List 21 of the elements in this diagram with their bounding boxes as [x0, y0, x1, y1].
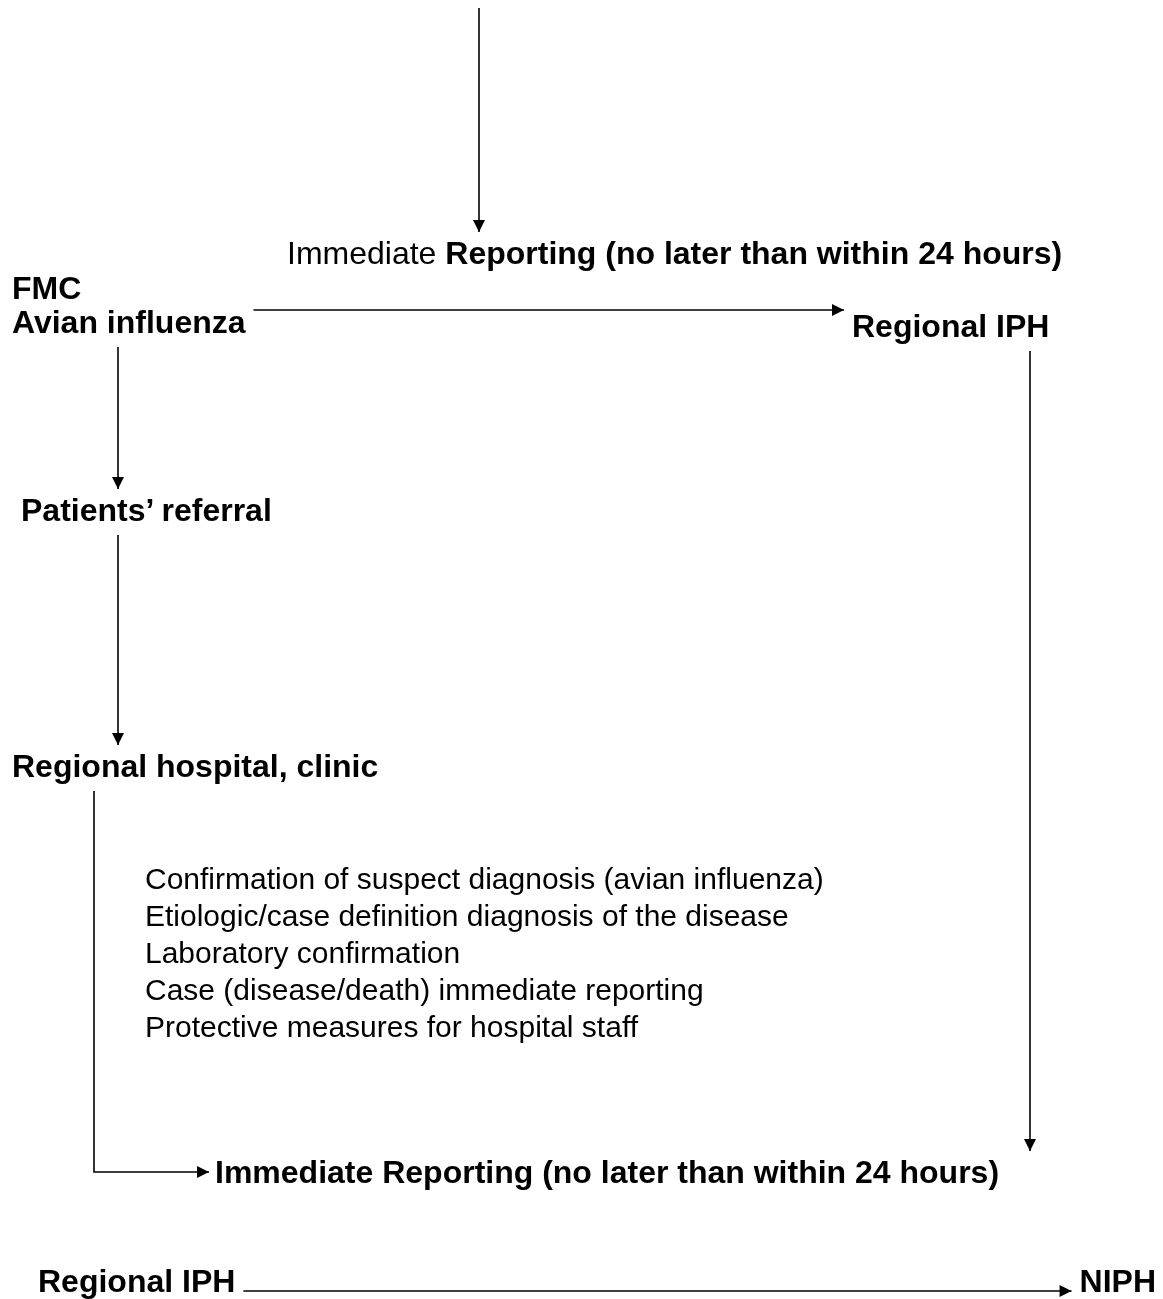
arrow	[252, 304, 845, 316]
node-label: Regional IPH	[38, 1264, 236, 1298]
arrow	[1024, 350, 1036, 1152]
arrow	[473, 7, 485, 233]
node-label: Immediate Reporting (no later than within 24 hours)	[215, 1155, 1000, 1189]
list-item-text: Confirmation of suspect diagnosis (avian influenza)	[145, 861, 824, 897]
list-item-text: Laboratory confirmation	[145, 935, 461, 971]
arrow	[242, 1285, 1073, 1297]
node-label: FMC	[12, 271, 83, 305]
node-label: Immediate Reporting (no later than within 24 hours)	[287, 236, 1063, 270]
node-label: Avian influenza	[12, 305, 246, 339]
list-item-text: Etiologic/case definition diagnosis of the disease	[145, 898, 789, 934]
node-label: Regional hospital, clinic	[12, 749, 379, 783]
node-label: Patients’ referral	[21, 493, 272, 527]
list-item-text: Case (disease/death) immediate reporting	[145, 972, 704, 1008]
arrow	[112, 534, 124, 746]
arrow	[112, 346, 124, 490]
arrow	[93, 790, 210, 1178]
node-label: Regional IPH	[852, 309, 1050, 343]
list-item-text: Protective measures for hospital staff	[145, 1009, 638, 1045]
node-label: NIPH	[1079, 1264, 1156, 1298]
